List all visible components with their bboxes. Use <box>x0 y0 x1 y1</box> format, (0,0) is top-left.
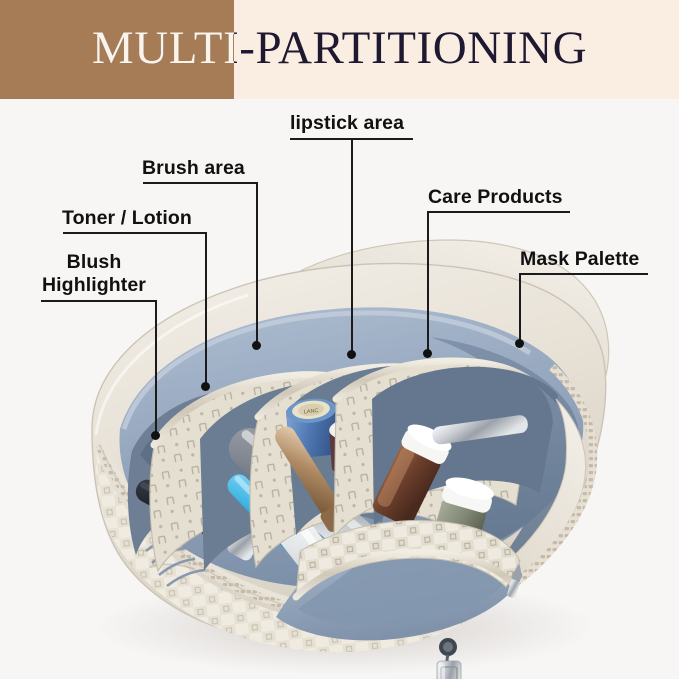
callout-point-blush-highlighter <box>151 431 160 440</box>
callout-underline-brush-area <box>143 182 257 184</box>
callout-point-care-products <box>423 349 432 358</box>
callout-label-mask-palette: Mask Palette <box>520 248 640 270</box>
page-title-overlay-light: MULTI-PARTITIONING <box>91 22 588 74</box>
callout-point-brush-area <box>252 341 261 350</box>
callout-label-brush-area: Brush area <box>142 157 245 179</box>
callout-leader-mask-palette <box>519 273 521 343</box>
callout-leader-brush-area <box>256 182 258 345</box>
callout-point-toner-lotion <box>201 382 210 391</box>
callout-leader-toner-lotion <box>205 232 207 386</box>
callout-point-lipstick-area <box>347 350 356 359</box>
callout-label-care-products: Care Products <box>428 186 563 208</box>
callout-leader-blush-highlighter <box>155 300 157 435</box>
callout-label-line-1: Blush <box>66 251 122 273</box>
callout-underline-mask-palette <box>519 273 648 275</box>
svg-text:LANC: LANC <box>304 408 319 416</box>
callout-label-toner-lotion: Toner / Lotion <box>62 207 192 229</box>
callout-underline-toner-lotion <box>63 232 206 234</box>
header-banner: MULTI-PARTITIONING MULTI-PARTITIONING <box>0 0 679 99</box>
callout-label-line-2: Highlighter <box>41 274 146 296</box>
page-title: MULTI-PARTITIONING <box>91 22 588 74</box>
callout-underline-blush-highlighter <box>41 300 156 302</box>
product-photo-stage: LP <box>0 99 679 679</box>
callout-label-lipstick-area: lipstick area <box>290 112 405 134</box>
callout-point-mask-palette <box>515 339 524 348</box>
header-brown-block <box>0 0 234 99</box>
product-photo: LP <box>0 99 679 679</box>
callout-leader-lipstick-area <box>351 138 353 354</box>
header-title-group: MULTI-PARTITIONING MULTI-PARTITIONING <box>0 0 679 99</box>
callout-leader-care-products <box>427 211 429 353</box>
callout-underline-care-products <box>427 211 570 213</box>
callout-label-blush-highlighter: Blush Highlighter <box>32 251 156 297</box>
